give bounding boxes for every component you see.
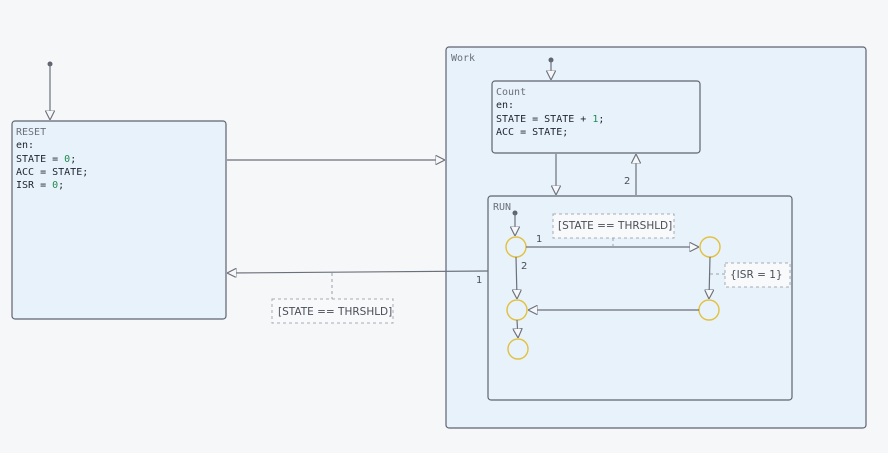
reset-line-isr: ISR = 0; [16, 180, 64, 191]
count-line-en: en: [496, 100, 514, 111]
state-reset-title: RESET [16, 127, 46, 138]
guard-label-run[interactable]: [STATE == THRSHLD] [552, 213, 675, 239]
transition-j1-to-j3[interactable] [516, 256, 517, 298]
reset-line-en: en: [16, 140, 34, 151]
state-count-title: Count [496, 87, 526, 98]
count-line-state: STATE = STATE + 1; [496, 114, 604, 125]
reset-line-acc: ACC = STATE; [16, 167, 88, 178]
guard-text-reset: [STATE == THRSHLD] [278, 306, 392, 318]
action-label-isr[interactable]: {ISR = 1} [724, 262, 791, 288]
order-label-run-to-count: 2 [624, 176, 630, 187]
state-run-title: RUN [493, 202, 511, 213]
junction-bottom[interactable] [507, 338, 529, 360]
guard-label-reset[interactable]: [STATE == THRSHLD] [271, 298, 394, 324]
order-label-j1-right: 1 [536, 234, 542, 245]
count-line-acc: ACC = STATE; [496, 127, 568, 138]
reset-line-state: STATE = 0; [16, 154, 76, 165]
guard-text-run: [STATE == THRSHLD] [558, 220, 672, 232]
action-text-isr: {ISR = 1} [730, 269, 783, 281]
transition-j3-to-j5[interactable] [517, 319, 518, 337]
state-reset[interactable]: RESET en: STATE = 0; ACC = STATE; ISR = … [11, 120, 227, 320]
transition-run-to-reset[interactable] [228, 271, 489, 273]
state-work-title: Work [451, 53, 475, 64]
state-count[interactable]: Count en: STATE = STATE + 1; ACC = STATE… [491, 80, 701, 154]
transition-j2-to-j4[interactable] [709, 256, 710, 298]
order-label-work-to-reset: 1 [476, 275, 482, 286]
order-label-j1-down: 2 [521, 261, 527, 272]
